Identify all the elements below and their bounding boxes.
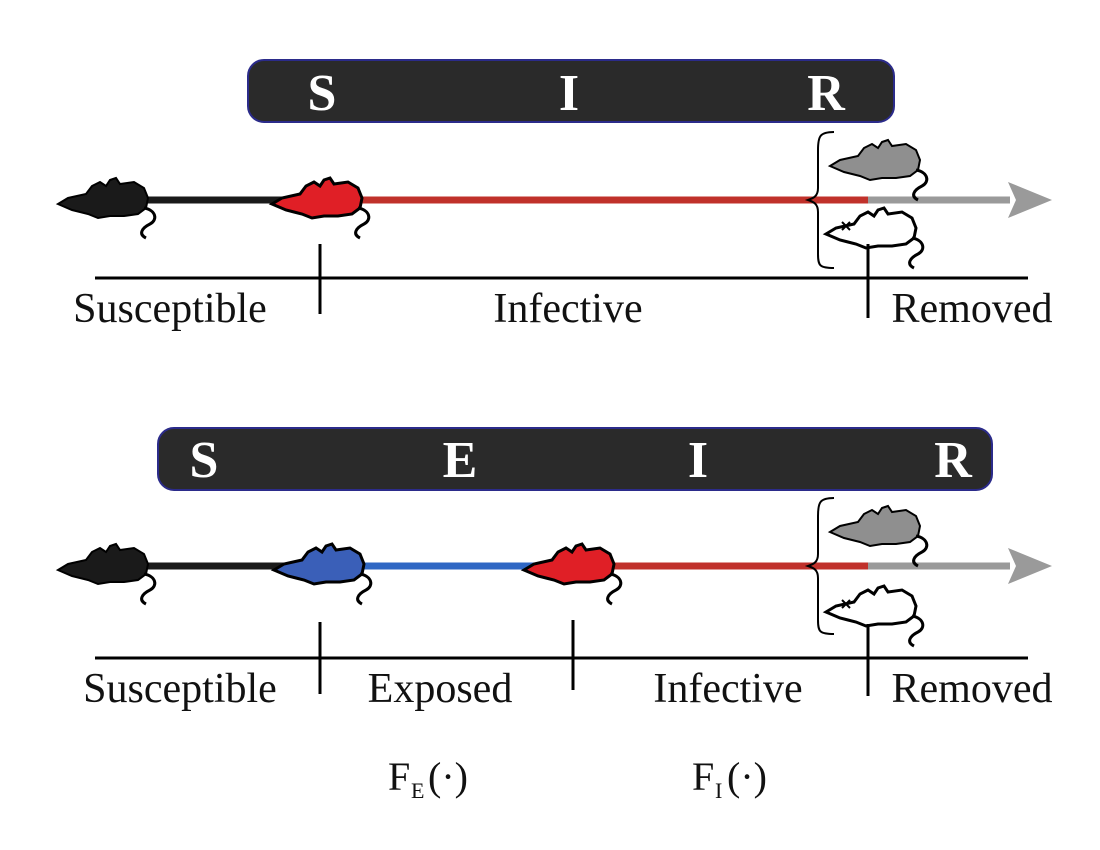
sir-label-infective: Infective: [493, 286, 642, 332]
blue-mouse-icon: [272, 542, 373, 606]
sir-banner-r: R: [807, 65, 846, 122]
sir-banner: [247, 59, 895, 123]
sir-panel: S I R Susceptible: [57, 59, 1053, 332]
sir-label-susceptible: Susceptible: [73, 286, 267, 332]
seir-panel: S E I R: [57, 427, 1053, 803]
seir-label-susceptible: Susceptible: [83, 666, 277, 712]
function-fi-base: F: [692, 754, 714, 799]
function-fe: F E (·): [388, 754, 468, 803]
seir-banner: [157, 427, 993, 491]
seir-label-exposed: Exposed: [368, 666, 513, 712]
seir-arrowhead: [1008, 548, 1052, 584]
red-mouse-icon: [522, 542, 623, 606]
dead-mouse-icon: [824, 584, 925, 648]
seir-banner-i: I: [688, 432, 708, 489]
gray-mouse-icon: [829, 505, 929, 568]
dead-mouse-icon: [824, 206, 925, 270]
seir-banner-s: S: [190, 432, 219, 489]
black-mouse-icon: [57, 543, 157, 606]
function-fi: F I (·): [692, 754, 767, 803]
function-fi-sub: I: [715, 778, 722, 803]
gray-mouse-icon: [829, 139, 929, 202]
seir-banner-e: E: [443, 432, 478, 489]
function-fi-arg: (·): [727, 754, 767, 799]
sir-banner-s: S: [308, 65, 337, 122]
function-fe-arg: (·): [428, 754, 468, 799]
function-fe-base: F: [388, 754, 410, 799]
seir-label-removed: Removed: [892, 666, 1053, 712]
seir-label-infective: Infective: [653, 666, 802, 712]
sir-label-removed: Removed: [892, 286, 1053, 332]
red-mouse-icon: [270, 176, 371, 240]
function-fe-sub: E: [411, 778, 424, 803]
seir-banner-r: R: [934, 432, 973, 489]
sir-banner-i: I: [559, 65, 579, 122]
seir-brace: [804, 497, 835, 635]
sir-brace: [804, 131, 835, 269]
black-mouse-icon: [57, 177, 157, 240]
sir-arrowhead: [1008, 182, 1052, 218]
